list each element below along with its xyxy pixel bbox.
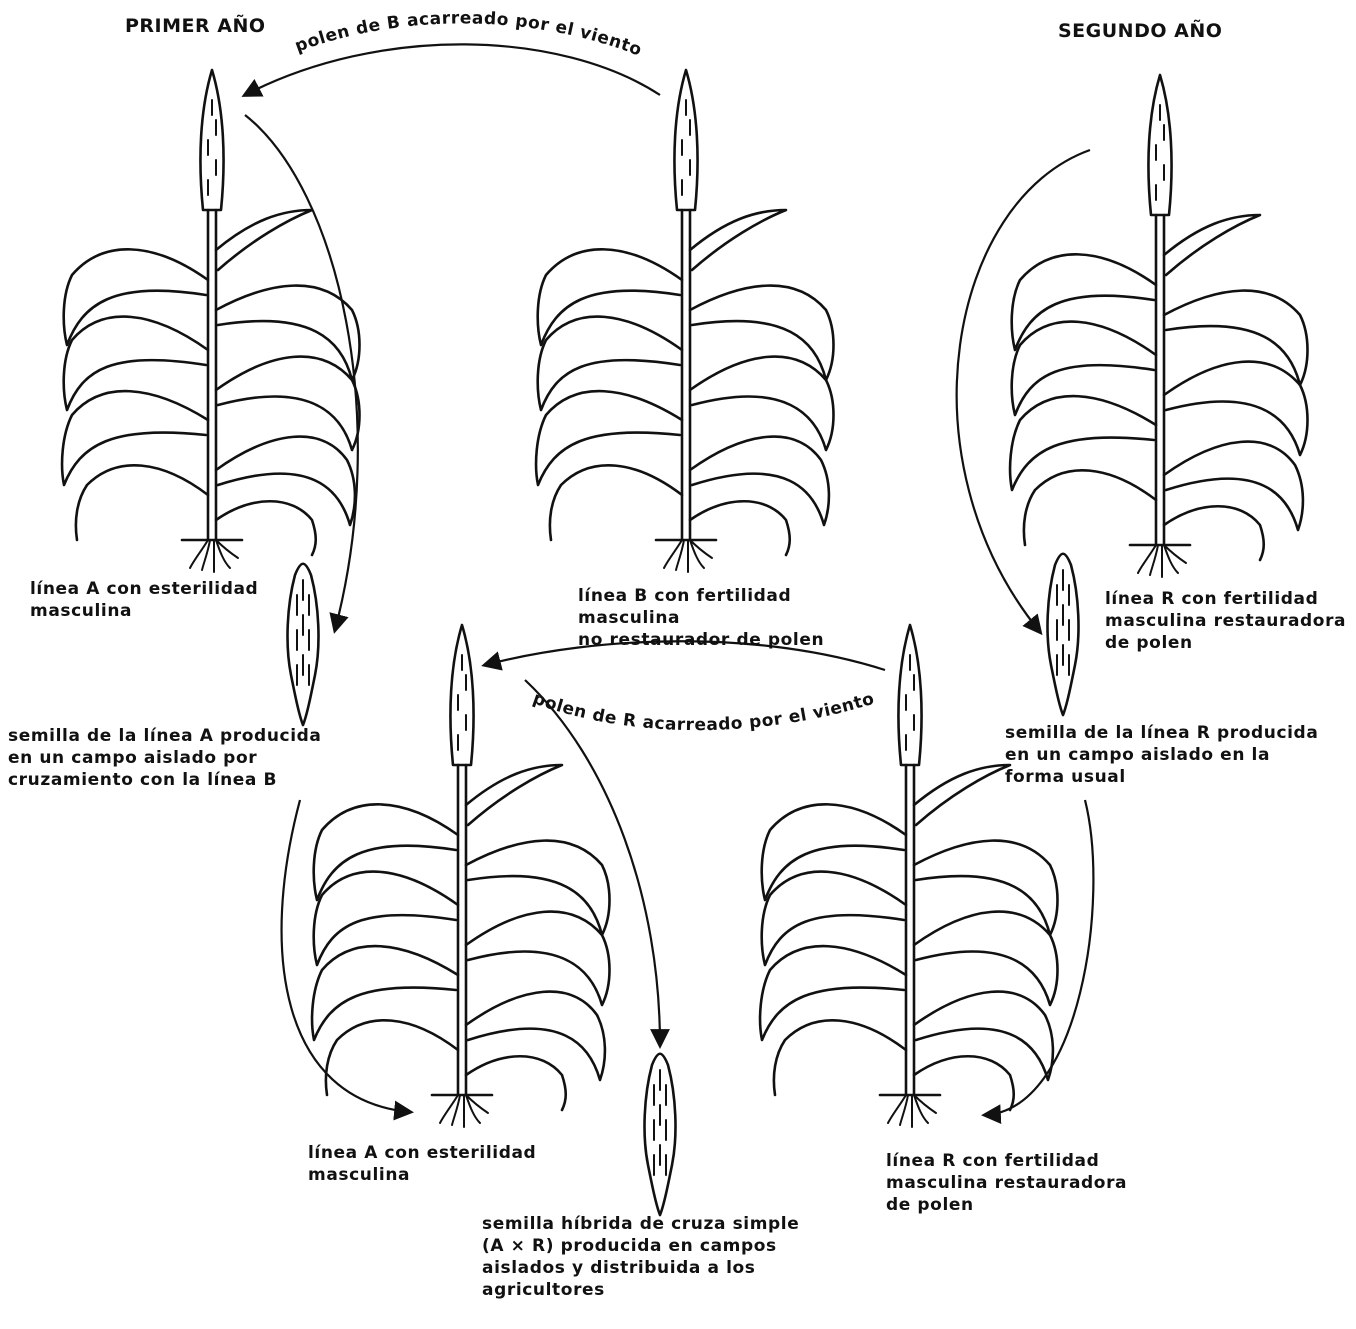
label-line-b: línea B con fertilidad masculina no rest… <box>578 585 824 651</box>
label-line-a-top: línea A con esterilidad masculina <box>30 578 258 622</box>
first-year-header: PRIMER AÑO <box>125 15 266 37</box>
arrow-to-hybrid <box>525 680 660 1045</box>
pollen-b-label: polen de B acarreado por el viento <box>292 8 644 60</box>
seed-ear-line-a <box>288 564 319 725</box>
second-year-header: SEGUNDO AÑO <box>1058 20 1222 42</box>
plant-line-r-top <box>1010 75 1307 577</box>
label-line-a-bottom: línea A con esterilidad masculina <box>308 1142 536 1186</box>
plant-line-r-bottom <box>760 625 1057 1127</box>
label-line-r-bottom: línea R con fertilidad masculina restaur… <box>886 1150 1127 1216</box>
plant-line-a-top <box>62 70 359 572</box>
label-seed-a: semilla de la línea A producida en un ca… <box>8 725 321 791</box>
seed-ear-hybrid <box>645 1054 676 1215</box>
label-line-r-top: línea R con fertilidad masculina restaur… <box>1105 588 1346 654</box>
pollen-r-label: polen de R acarreado por el viento <box>530 688 877 735</box>
seed-ear-line-r <box>1048 554 1079 715</box>
label-hybrid-seed: semilla híbrida de cruza simple (A × R) … <box>482 1213 799 1301</box>
label-seed-r: semilla de la línea R producida en un ca… <box>1005 722 1318 788</box>
plant-line-b <box>536 70 833 572</box>
arrow-a-to-seed <box>245 115 358 630</box>
